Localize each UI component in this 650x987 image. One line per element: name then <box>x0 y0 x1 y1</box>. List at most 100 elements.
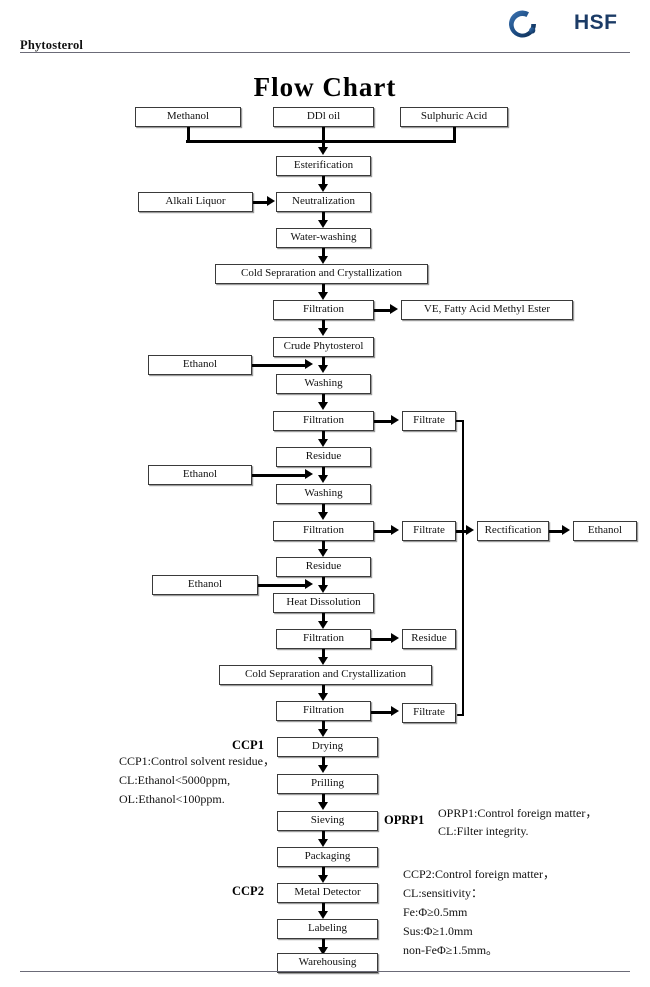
node-ethanol-1[interactable]: Ethanol <box>148 355 252 375</box>
connector-washing2-down <box>322 504 325 513</box>
node-washing-1[interactable]: Washing <box>276 374 371 394</box>
node-prilling[interactable]: Prilling <box>277 774 378 794</box>
node-labeling[interactable]: Labeling <box>277 919 378 939</box>
note-ccp1-line1: CCP1:Control solvent residue， <box>119 754 276 768</box>
node-ethanol-2[interactable]: Ethanol <box>148 465 252 485</box>
arrowhead-to-filtration-2 <box>317 402 328 410</box>
node-ve-fatty-acid-methyl-ester[interactable]: VE, Fatty Acid Methyl Ester <box>401 300 573 320</box>
node-residue-1[interactable]: Residue <box>276 447 371 467</box>
arrowhead-to-ethanol-output <box>562 525 570 535</box>
connector-methanol-down <box>186 127 190 142</box>
node-drying[interactable]: Drying <box>277 737 378 757</box>
connector-filtration2-down <box>322 431 325 440</box>
arrowhead-to-sieving <box>317 802 328 810</box>
node-alkali-liquor[interactable]: Alkali Liquor <box>138 192 253 212</box>
arrowhead-to-cold-sep-2 <box>317 657 328 665</box>
arrowhead-to-residue-2 <box>317 549 328 557</box>
connector-labeling-down <box>322 939 325 948</box>
node-methanol[interactable]: Methanol <box>135 107 241 127</box>
connector-filtration4-right <box>371 637 391 641</box>
hsf-droplet-logo-icon <box>505 6 635 42</box>
node-sieving[interactable]: Sieving <box>277 811 378 831</box>
tag-ccp2: CCP2 <box>232 884 264 898</box>
node-packaging[interactable]: Packaging <box>277 847 378 867</box>
connector-coldsep1-down <box>322 284 325 293</box>
connector-rectification-right <box>549 529 563 533</box>
arrowhead-ethanol1 <box>305 359 313 369</box>
connector-filtration2-right <box>374 419 392 423</box>
node-crude-phytosterol[interactable]: Crude Phytosterol <box>273 337 374 357</box>
node-residue-2[interactable]: Residue <box>276 557 371 577</box>
note-ccp2-line1: CCP2:Control foreign matter， <box>403 867 555 881</box>
page-title: Phytosterol <box>20 38 84 52</box>
node-filtration-1[interactable]: Filtration <box>273 300 374 320</box>
connector-waterwashing-down <box>322 248 325 257</box>
note-ccp2-line4: Sus:Φ≥1.0mm <box>403 924 473 938</box>
connector-metaldetector-down <box>322 903 325 912</box>
connector-esterification-down <box>322 176 325 185</box>
connector-filtration1-down <box>322 320 325 329</box>
arrowhead-to-neutralization-side <box>267 196 275 206</box>
note-oprp1-line2: CL:Filter integrity. <box>438 824 529 838</box>
arrowhead-to-packaging <box>317 839 328 847</box>
node-rectification[interactable]: Rectification <box>477 521 549 541</box>
connector-prilling-down <box>322 794 325 803</box>
node-filtrate-3[interactable]: Filtrate <box>402 703 456 723</box>
node-residue-3[interactable]: Residue <box>402 629 456 649</box>
arrowhead-to-metal-detector <box>317 875 328 883</box>
footer-divider <box>20 971 630 972</box>
arrowhead-to-labeling <box>317 911 328 919</box>
node-cold-separation-2[interactable]: Cold Sepraration and Crystallization <box>219 665 432 685</box>
node-metal-detector[interactable]: Metal Detector <box>277 883 378 903</box>
connector-coldsep2-down <box>322 685 325 694</box>
header-divider <box>20 52 630 53</box>
node-filtration-4[interactable]: Filtration <box>276 629 371 649</box>
note-ccp1-line3: OL:Ethanol<100ppm. <box>119 792 225 806</box>
node-heat-dissolution[interactable]: Heat Dissolution <box>273 593 374 613</box>
node-sulphuric-acid[interactable]: Sulphuric Acid <box>400 107 508 127</box>
arrowhead-to-filtrate-2 <box>391 525 399 535</box>
arrowhead-to-filtration-4 <box>317 621 328 629</box>
connector-washing1-down <box>322 394 325 403</box>
connector-filtration5-right <box>371 710 391 714</box>
node-filtration-2[interactable]: Filtration <box>273 411 374 431</box>
arrowhead-to-water-washing <box>317 220 328 228</box>
connector-filtration3-down <box>322 541 325 550</box>
arrowhead-to-drying <box>317 729 328 737</box>
arrowhead-to-filtrate-1 <box>391 415 399 425</box>
node-ethanol-output[interactable]: Ethanol <box>573 521 637 541</box>
connector-neutralization-down <box>322 212 325 221</box>
node-warehousing[interactable]: Warehousing <box>277 953 378 973</box>
node-cold-separation-1[interactable]: Cold Sepraration and Crystallization <box>215 264 428 284</box>
connector-filtration1-right <box>374 308 391 312</box>
connector-filtrate2-right <box>456 529 467 533</box>
arrowhead-to-rectification <box>466 525 474 535</box>
arrowhead-to-washing-1 <box>317 365 328 373</box>
arrowhead-to-filtration-3 <box>317 512 328 520</box>
node-ddl-oil[interactable]: DDl oil <box>273 107 374 127</box>
chart-title: Flow Chart <box>253 72 397 102</box>
connector-heatdissolution-down <box>322 613 325 622</box>
tag-oprp1: OPRP1 <box>384 813 425 827</box>
tag-ccp1: CCP1 <box>232 738 264 752</box>
node-ethanol-3[interactable]: Ethanol <box>152 575 258 595</box>
connector-filtrate3-bus <box>456 714 464 716</box>
node-filtration-5[interactable]: Filtration <box>276 701 371 721</box>
connector-sulphuric-down <box>453 127 456 142</box>
node-water-washing[interactable]: Water-washing <box>276 228 371 248</box>
connector-filtration3-right <box>374 529 392 533</box>
node-filtration-3[interactable]: Filtration <box>273 521 374 541</box>
node-filtrate-1[interactable]: Filtrate <box>402 411 456 431</box>
arrowhead-to-residue-3 <box>391 633 399 643</box>
arrowhead-to-warehousing <box>317 947 328 955</box>
node-washing-2[interactable]: Washing <box>276 484 371 504</box>
connector-alkali-right <box>253 200 268 204</box>
node-neutralization[interactable]: Neutralization <box>276 192 371 212</box>
node-esterification[interactable]: Esterification <box>276 156 371 176</box>
connector-packaging-down <box>322 867 325 876</box>
arrowhead-to-filtration-5 <box>317 693 328 701</box>
node-filtrate-2[interactable]: Filtrate <box>402 521 456 541</box>
note-ccp1-line2: CL:Ethanol<5000ppm, <box>119 773 231 787</box>
connector-sieving-down <box>322 831 325 840</box>
